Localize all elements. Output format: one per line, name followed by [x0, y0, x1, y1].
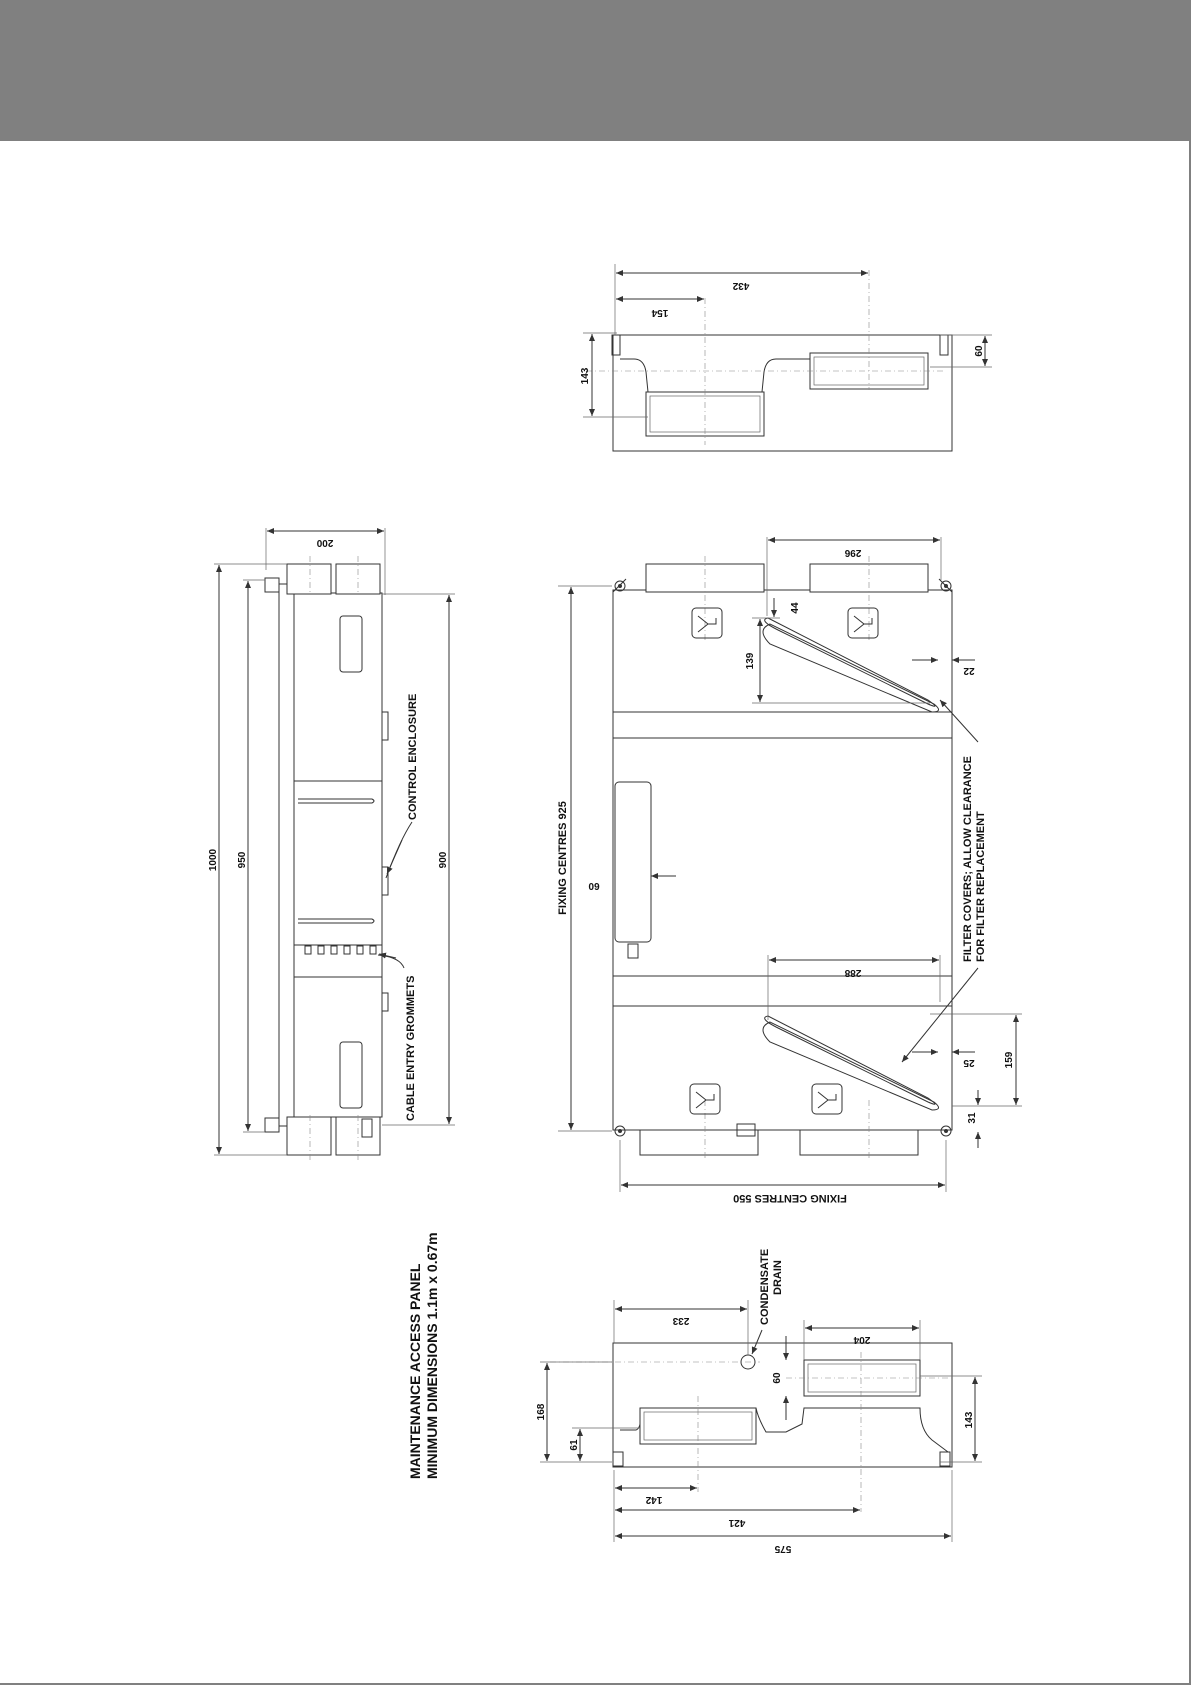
front-view-casing: [612, 589, 953, 1131]
dim-side-200: 200: [316, 537, 333, 548]
dim-top-154: 154: [651, 307, 668, 318]
label-fixing-centres-550: FIXING CENTRES 550: [733, 1192, 847, 1204]
dim-front-44: 44: [790, 602, 801, 614]
dim-front-288: 288: [844, 967, 861, 978]
side-view-casing: [293, 592, 383, 1118]
dim-top-143: 143: [580, 367, 591, 384]
dim-side-950: 950: [237, 851, 248, 868]
bottom-spigot-right: [803, 1359, 921, 1397]
filter-cover-top: [762, 617, 939, 713]
dim-bottom-143: 143: [964, 1411, 975, 1428]
label-condensate-line1: CONDENSATE: [759, 1249, 771, 1325]
label-filter-covers-line1: FILTER COVERS; ALLOW CLEARANCE: [962, 756, 974, 962]
dim-front-22: 22: [963, 665, 975, 676]
label-fixing-centres-925: FIXING CENTRES 925: [557, 801, 569, 915]
maintenance-note: MAINTENANCE ACCESS PANEL MINIMUM DIMENSI…: [407, 1232, 440, 1479]
dim-bottom-575: 575: [774, 1543, 791, 1554]
dim-bottom-60: 60: [772, 1372, 783, 1384]
dim-bottom-168: 168: [536, 1403, 547, 1420]
dim-top-60: 60: [974, 345, 985, 357]
airflow-icon-1: [691, 607, 723, 639]
dim-front-139: 139: [745, 652, 756, 669]
header-band: [0, 0, 1191, 141]
dim-front-25: 25: [963, 1057, 975, 1068]
dim-bottom-61: 61: [569, 1439, 580, 1451]
label-cable-entry-grommets: CABLE ENTRY GROMMETS: [405, 976, 417, 1121]
dim-bottom-421: 421: [728, 1517, 745, 1528]
page-edge-rule: [1189, 0, 1191, 1685]
airflow-icon-3: [689, 1083, 721, 1115]
airflow-icon-2: [847, 607, 879, 639]
control-enclosure-box: [614, 781, 652, 943]
bottom-view: 233 204 60 168 61 142 421 575 143 CONDEN…: [536, 1249, 982, 1554]
dim-side-900: 900: [438, 851, 449, 868]
dim-bottom-142: 142: [645, 1494, 662, 1505]
dim-front-31: 31: [967, 1112, 978, 1124]
maintenance-panel-line1: MAINTENANCE ACCESS PANEL: [407, 1263, 423, 1479]
label-control-enclosure: CONTROL ENCLOSURE: [407, 694, 419, 820]
side-view: 200 1000 950 900 CONTROL ENCLOSURE CABLE…: [208, 528, 455, 1160]
maintenance-panel-line2: MINIMUM DIMENSIONS 1.1m x 0.67m: [424, 1232, 440, 1479]
dim-side-1000: 1000: [208, 848, 219, 871]
top-view: 432 154 143 60: [580, 264, 992, 452]
dim-front-296: 296: [844, 547, 861, 558]
dim-front-60: 60: [588, 880, 600, 891]
dim-bottom-204: 204: [853, 1334, 870, 1345]
dim-bottom-233: 233: [672, 1315, 689, 1326]
filter-cover-bottom: [762, 1015, 939, 1111]
dim-top-432: 432: [732, 280, 749, 291]
label-filter-covers-line2: FOR FILTER REPLACEMENT: [975, 811, 987, 962]
front-view: 296 44 139 22 60 288 25 159 31 FIXING CE…: [557, 537, 1022, 1204]
dim-front-159: 159: [1004, 1051, 1015, 1068]
page-bottom-rule: [0, 1683, 1191, 1685]
airflow-icon-4: [811, 1083, 843, 1115]
label-condensate-line2: DRAIN: [772, 1260, 784, 1295]
